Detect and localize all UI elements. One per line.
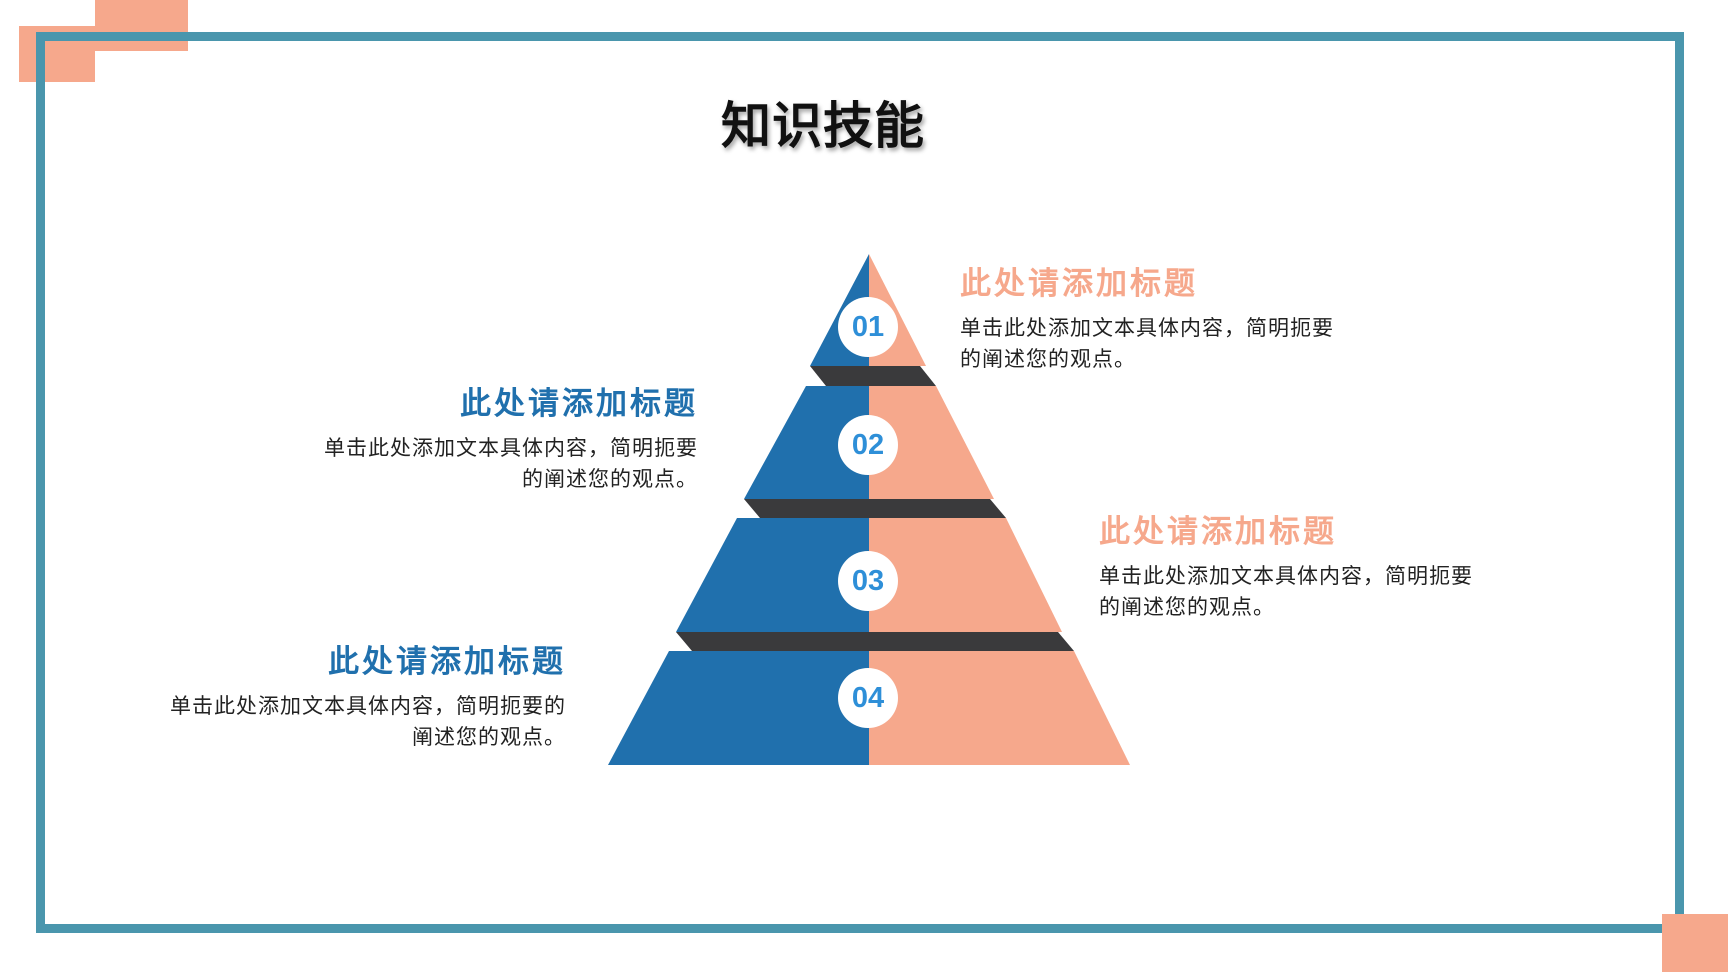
pyramid-tier-2-left (744, 386, 869, 499)
pyramid-tier-2-right (869, 386, 994, 499)
pyramid-tier-4-left (608, 651, 869, 765)
info-block-02: 此处请添加标题 单击此处添加文本具体内容，简明扼要 的阐述您的观点。 (258, 378, 698, 495)
info-title-03: 此处请添加标题 (1099, 514, 1337, 550)
info-desc-01-line-1: 单击此处添加文本具体内容，简明扼要 (960, 316, 1334, 340)
step-number-02: 02 (838, 415, 898, 475)
info-desc-02-line-2: 的阐述您的观点。 (522, 467, 698, 491)
info-desc-04-line-1: 单击此处添加文本具体内容，简明扼要的 (170, 694, 566, 718)
step-number-01: 01 (838, 297, 898, 357)
info-desc-01-line-2: 的阐述您的观点。 (960, 347, 1136, 371)
pyramid-tier-4-right (869, 651, 1130, 765)
info-block-03: 此处请添加标题 单击此处添加文本具体内容，简明扼要 的阐述您的观点。 (1099, 506, 1539, 623)
pyramid-tier-3-left (676, 518, 869, 632)
info-title-02: 此处请添加标题 (460, 386, 698, 422)
page-title: 知识技能 (721, 97, 925, 155)
info-desc-04-line-2: 阐述您的观点。 (412, 725, 566, 749)
step-number-03: 03 (838, 551, 898, 611)
info-desc-03-line-2: 的阐述您的观点。 (1099, 595, 1275, 619)
info-desc-04: 单击此处添加文本具体内容，简明扼要的 阐述您的观点。 (126, 691, 566, 753)
step-number-04: 04 (838, 668, 898, 728)
corner-accent-bottom-right (1662, 914, 1728, 972)
info-title-01: 此处请添加标题 (960, 266, 1198, 302)
pyramid-separator-2 (744, 499, 1006, 518)
info-desc-02-line-1: 单击此处添加文本具体内容，简明扼要 (324, 436, 698, 460)
slide-frame (36, 32, 1684, 933)
info-desc-02: 单击此处添加文本具体内容，简明扼要 的阐述您的观点。 (258, 433, 698, 495)
corner-accent-top-left-small (95, 0, 188, 51)
info-desc-03-line-1: 单击此处添加文本具体内容，简明扼要 (1099, 564, 1473, 588)
info-block-01: 此处请添加标题 单击此处添加文本具体内容，简明扼要 的阐述您的观点。 (960, 258, 1400, 375)
info-title-04: 此处请添加标题 (328, 644, 566, 680)
pyramid-tier-3-right (869, 518, 1062, 632)
info-block-04: 此处请添加标题 单击此处添加文本具体内容，简明扼要的 阐述您的观点。 (126, 636, 566, 753)
info-desc-03: 单击此处添加文本具体内容，简明扼要 的阐述您的观点。 (1099, 561, 1539, 623)
pyramid-separator-3 (676, 632, 1074, 651)
info-desc-01: 单击此处添加文本具体内容，简明扼要 的阐述您的观点。 (960, 313, 1400, 375)
pyramid-separator-1 (810, 366, 936, 386)
